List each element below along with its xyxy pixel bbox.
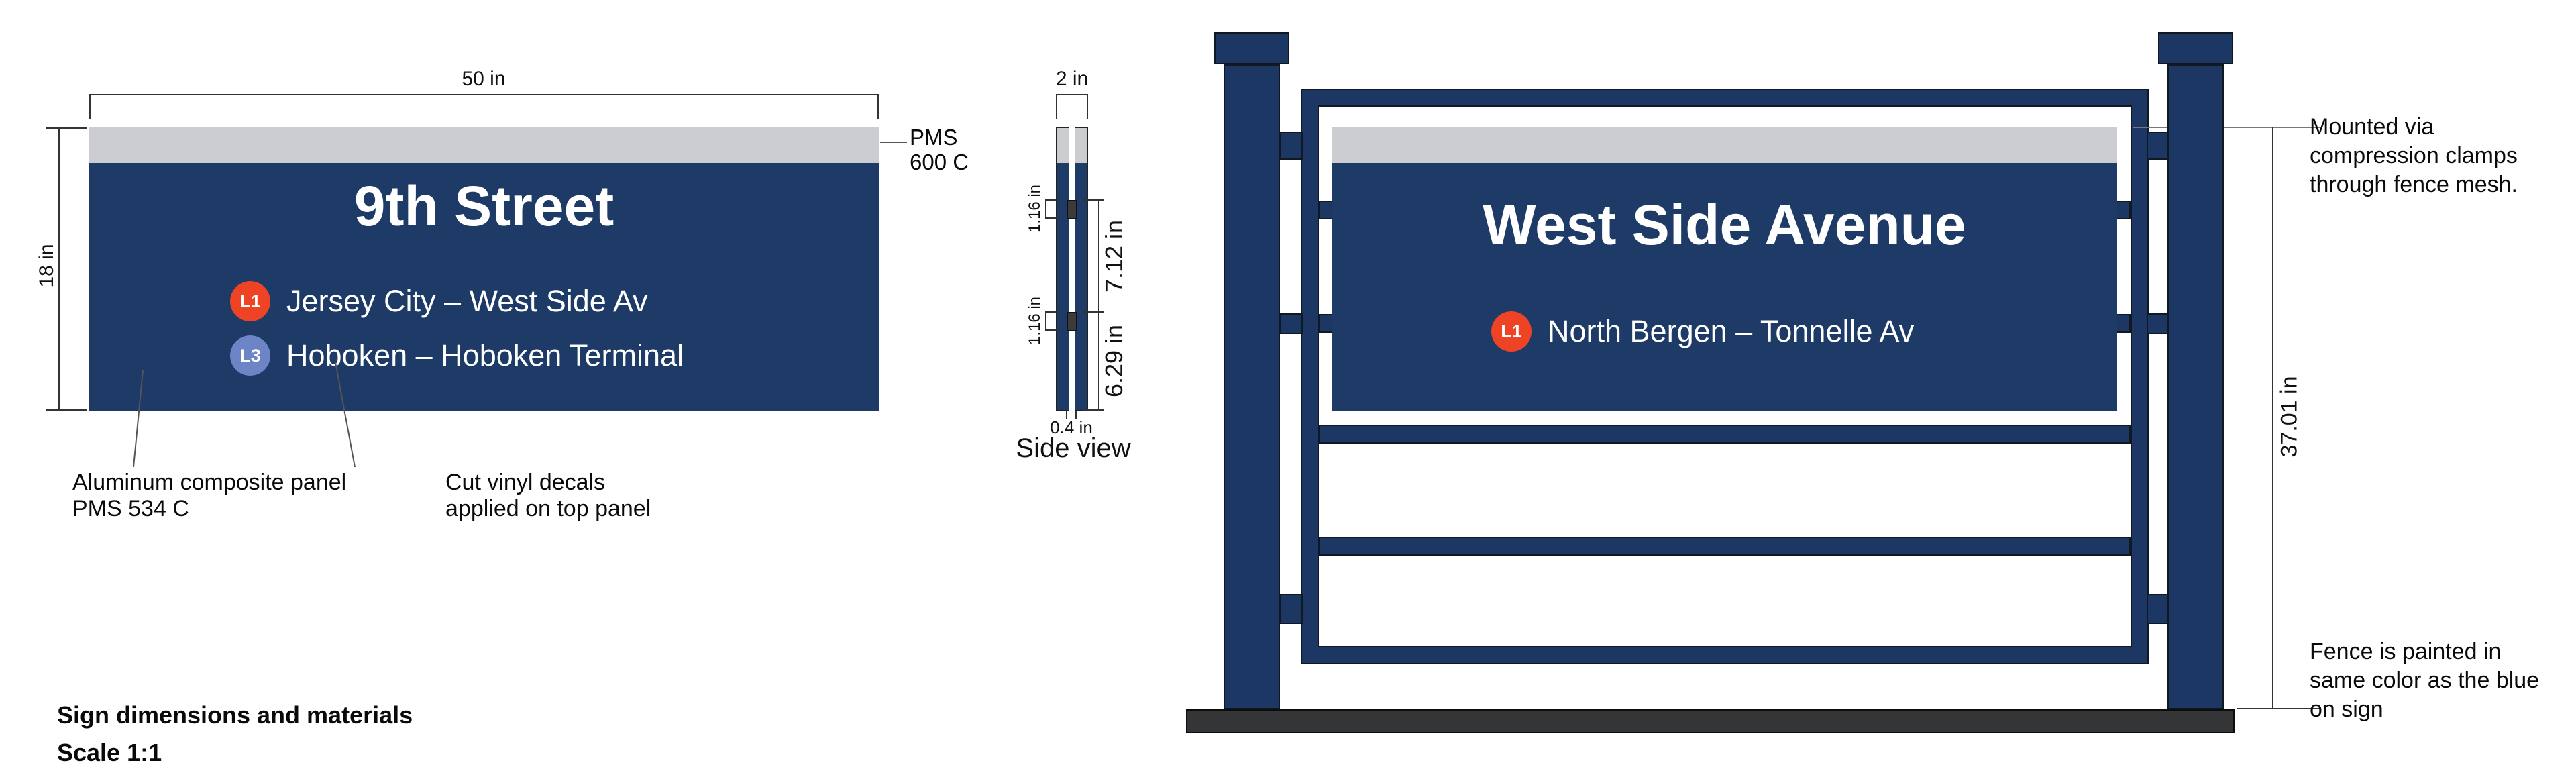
side-width-dim-tick-right [1087, 94, 1088, 119]
side-view-clamp-upper [1067, 200, 1077, 219]
panel-material-note-line1: Aluminum composite panel [72, 470, 347, 495]
fence-paint-note-line2: same color as the blue [2310, 668, 2540, 693]
clamp-lower-dim-tick-top [1045, 311, 1059, 313]
installed-height-dim-label: 37.01 in [2276, 376, 2302, 458]
gap-dim-tick-right [1075, 411, 1077, 419]
gap-dim-label: 0.4 in [1050, 417, 1093, 437]
sheet-caption: Sign dimensions and materials Scale 1:1 [57, 696, 413, 772]
lower-span-dim-tick-top [1083, 311, 1104, 313]
installed-sign-station-name: West Side Avenue [1483, 193, 1966, 256]
fence-post-left [1224, 64, 1280, 709]
fence-paint-note: Fence is painted in same color as the bl… [2310, 637, 2539, 724]
clamp-upper-dim-label: 1.16 in [1026, 184, 1044, 233]
route-bullet-l1: L1 [230, 281, 270, 321]
sheet-caption-line2: Scale 1:1 [57, 739, 162, 766]
mounting-note-line2: compression clamps [2310, 143, 2518, 168]
decal-note-line1: Cut vinyl decals [445, 470, 606, 495]
installed-height-dim-tick-bottom [2237, 708, 2320, 709]
front-height-dim-label: 18 in [36, 244, 58, 288]
fence-rail-3 [1319, 425, 2131, 444]
side-view-back-panel [1075, 127, 1088, 411]
mounting-note-line3: through fence mesh. [2310, 172, 2518, 197]
front-sign-top-strip [89, 127, 879, 163]
clamp-lower-dim-line [1045, 312, 1046, 331]
clamp-upper-dim-tick-top [1045, 199, 1059, 201]
front-sign-route-l1: L1 Jersey City – West Side Av [230, 280, 648, 322]
clamp-stub-left-2 [1280, 313, 1303, 334]
route-destination: Hoboken – Hoboken Terminal [286, 338, 684, 372]
strip-callout-text: PMS 600 C [910, 125, 969, 174]
front-sign-station-name: 9th Street [354, 174, 614, 238]
clamp-stub-right-2 [2147, 313, 2169, 334]
sheet-caption-line1: Sign dimensions and materials [57, 701, 413, 729]
mounting-note: Mounted via compression clamps through f… [2310, 113, 2518, 199]
clamp-lower-dim-tick-bottom [1045, 329, 1059, 331]
upper-span-dim-line [1098, 199, 1099, 313]
route-destination: Jersey City – West Side Av [286, 284, 648, 318]
front-sign-panel: 9th Street L1 Jersey City – West Side Av… [89, 127, 879, 411]
lower-span-dim-line [1098, 312, 1099, 411]
side-width-dim-label: 2 in [1055, 68, 1089, 90]
ground-base-bar [1186, 709, 2235, 733]
fence-rail-4 [1319, 537, 2131, 556]
front-height-dim-tick-top [46, 127, 87, 129]
side-view-clamp-lower [1067, 312, 1077, 331]
route-destination: North Bergen – Tonnelle Av [1548, 314, 1915, 348]
front-width-dim-tick-left [89, 94, 91, 119]
installed-height-dim-line [2272, 127, 2273, 709]
decal-note: Cut vinyl decals applied on top panel [445, 470, 651, 522]
side-view-front-panel-strip [1057, 128, 1069, 163]
fence-paint-note-line1: Fence is painted in [2310, 639, 2502, 664]
installed-sign-panel: West Side Avenue L1 North Bergen – Tonne… [1332, 127, 2117, 411]
fence-post-cap-left [1214, 32, 1289, 64]
front-height-dim-tick-bottom [46, 409, 87, 411]
clamp-upper-dim-line [1045, 200, 1046, 219]
panel-material-note: Aluminum composite panel PMS 534 C [72, 470, 346, 522]
clamp-lower-dim-label: 1.16 in [1026, 296, 1044, 346]
lower-span-dim-tick-bottom [1083, 409, 1104, 411]
clamp-upper-dim-tick-bottom [1045, 217, 1059, 219]
gap-dim-tick-left [1066, 411, 1067, 419]
lower-span-dim-label: 6.29 in [1100, 324, 1128, 398]
front-width-dim-tick-right [877, 94, 879, 119]
strip-callout-leader [880, 142, 907, 143]
upper-span-dim-tick-top [1083, 199, 1104, 201]
front-sign-route-l3: L3 Hoboken – Hoboken Terminal [230, 335, 684, 376]
clamp-stub-left-1 [1280, 132, 1303, 160]
clamp-stub-right-3 [2147, 594, 2169, 624]
route-bullet-l3: L3 [230, 335, 270, 376]
fence-paint-note-line3: on sign [2310, 696, 2383, 722]
front-height-dim-line [58, 127, 60, 411]
side-width-dim-tick-left [1056, 94, 1057, 119]
installed-sign-top-strip [1332, 127, 2117, 163]
side-view-back-panel-strip [1075, 128, 1087, 163]
strip-callout-line1: PMS [910, 125, 958, 150]
mounting-note-line1: Mounted via [2310, 114, 2434, 140]
front-width-dim-line [89, 94, 879, 95]
clamp-stub-right-1 [2147, 132, 2169, 160]
route-bullet-l1: L1 [1491, 311, 1532, 352]
fence-post-cap-right [2158, 32, 2233, 64]
strip-callout-line2: 600 C [910, 150, 969, 174]
side-view-label: Side view [1016, 433, 1131, 463]
side-view-front-panel [1056, 127, 1069, 411]
fence-post-right [2167, 64, 2224, 709]
installed-height-dim-tick-top [2133, 127, 2320, 128]
front-width-dim-label: 50 in [462, 68, 506, 90]
panel-material-note-line2: PMS 534 C [72, 496, 189, 521]
upper-span-dim-label: 7.12 in [1100, 219, 1128, 293]
side-width-dim-line [1056, 94, 1088, 95]
decal-note-line2: applied on top panel [445, 496, 651, 521]
clamp-stub-left-3 [1280, 594, 1303, 624]
installed-sign-route-l1: L1 North Bergen – Tonnelle Av [1491, 311, 1914, 352]
